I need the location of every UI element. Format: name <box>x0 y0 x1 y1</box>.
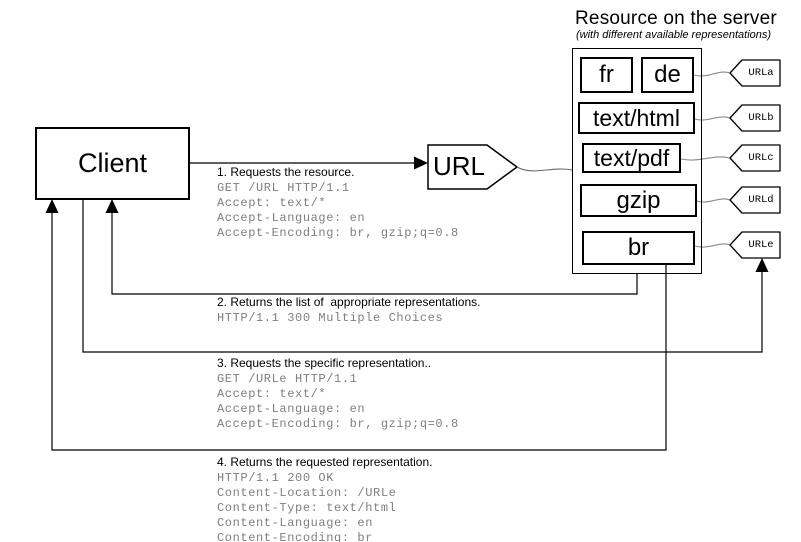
step-3-requests-specific: 3. Requests the specific representation.… <box>217 356 459 432</box>
step-4-returns-representation: 4. Returns the requested representation.… <box>217 455 432 542</box>
representation-de: de <box>641 57 694 93</box>
representation-br: br <box>582 231 695 265</box>
connector-html-urlb <box>694 116 731 121</box>
representation-gzip: gzip <box>580 184 697 217</box>
url-tag-shape-urld <box>729 186 781 214</box>
connector-br-urle <box>694 243 731 248</box>
connector-gzip-urld <box>696 198 731 203</box>
arrow-step3-request <box>82 200 769 353</box>
representation-fr: fr <box>580 57 633 93</box>
url-tag-urlb: URLb <box>748 112 774 124</box>
url-node-label: URL <box>432 151 485 181</box>
representation-text-html: text/html <box>578 102 695 134</box>
url-tag-urla: URLa <box>748 67 774 79</box>
step-3-heading: 3. Requests the specific representation.… <box>217 356 432 370</box>
step-2-http-response: HTTP/1.1 300 Multiple Choices <box>217 311 444 325</box>
step-2-returns-list: 2. Returns the list of appropriate repre… <box>217 295 480 326</box>
server-title: Resource on the server <box>575 8 777 29</box>
url-tag-urlc: URLc <box>748 152 774 164</box>
step-1-requests-resource: 1. Requests the resource. GET /URL HTTP/… <box>217 165 459 241</box>
arrow-step4-response <box>45 199 667 451</box>
representation-text-pdf: text/pdf <box>582 143 681 173</box>
arrow-step2-response <box>105 199 638 295</box>
client-label: Client <box>77 148 148 178</box>
client-node: Client <box>35 127 190 200</box>
server-subtitle: (with different available representation… <box>576 29 772 41</box>
url-node-shape <box>427 144 519 190</box>
step-1-http-request: GET /URL HTTP/1.1 Accept: text/* Accept-… <box>217 181 459 240</box>
step-1-heading: 1. Requests the resource. <box>217 165 355 179</box>
step-4-heading: 4. Returns the requested representation. <box>217 455 433 469</box>
server-box <box>572 48 702 274</box>
url-tag-shape-urla <box>729 59 781 87</box>
step-3-http-request: GET /URLe HTTP/1.1 Accept: text/* Accept… <box>217 372 459 431</box>
url-tag-shape-urlc <box>729 144 781 172</box>
arrow-step1-request <box>190 156 428 170</box>
step-4-http-response: HTTP/1.1 200 OK Content-Location: /URLe … <box>217 471 397 542</box>
connector-de-urla <box>693 71 731 77</box>
step-2-heading: 2. Returns the list of appropriate repre… <box>217 295 481 309</box>
connector-pdf-urlc <box>680 156 731 161</box>
url-tag-urle: URLe <box>748 239 774 251</box>
url-tag-shape-urlb <box>729 104 781 132</box>
url-tag-urld: URLd <box>748 194 774 206</box>
url-to-server-connector <box>516 166 573 172</box>
url-tag-shape-urle <box>729 231 781 259</box>
